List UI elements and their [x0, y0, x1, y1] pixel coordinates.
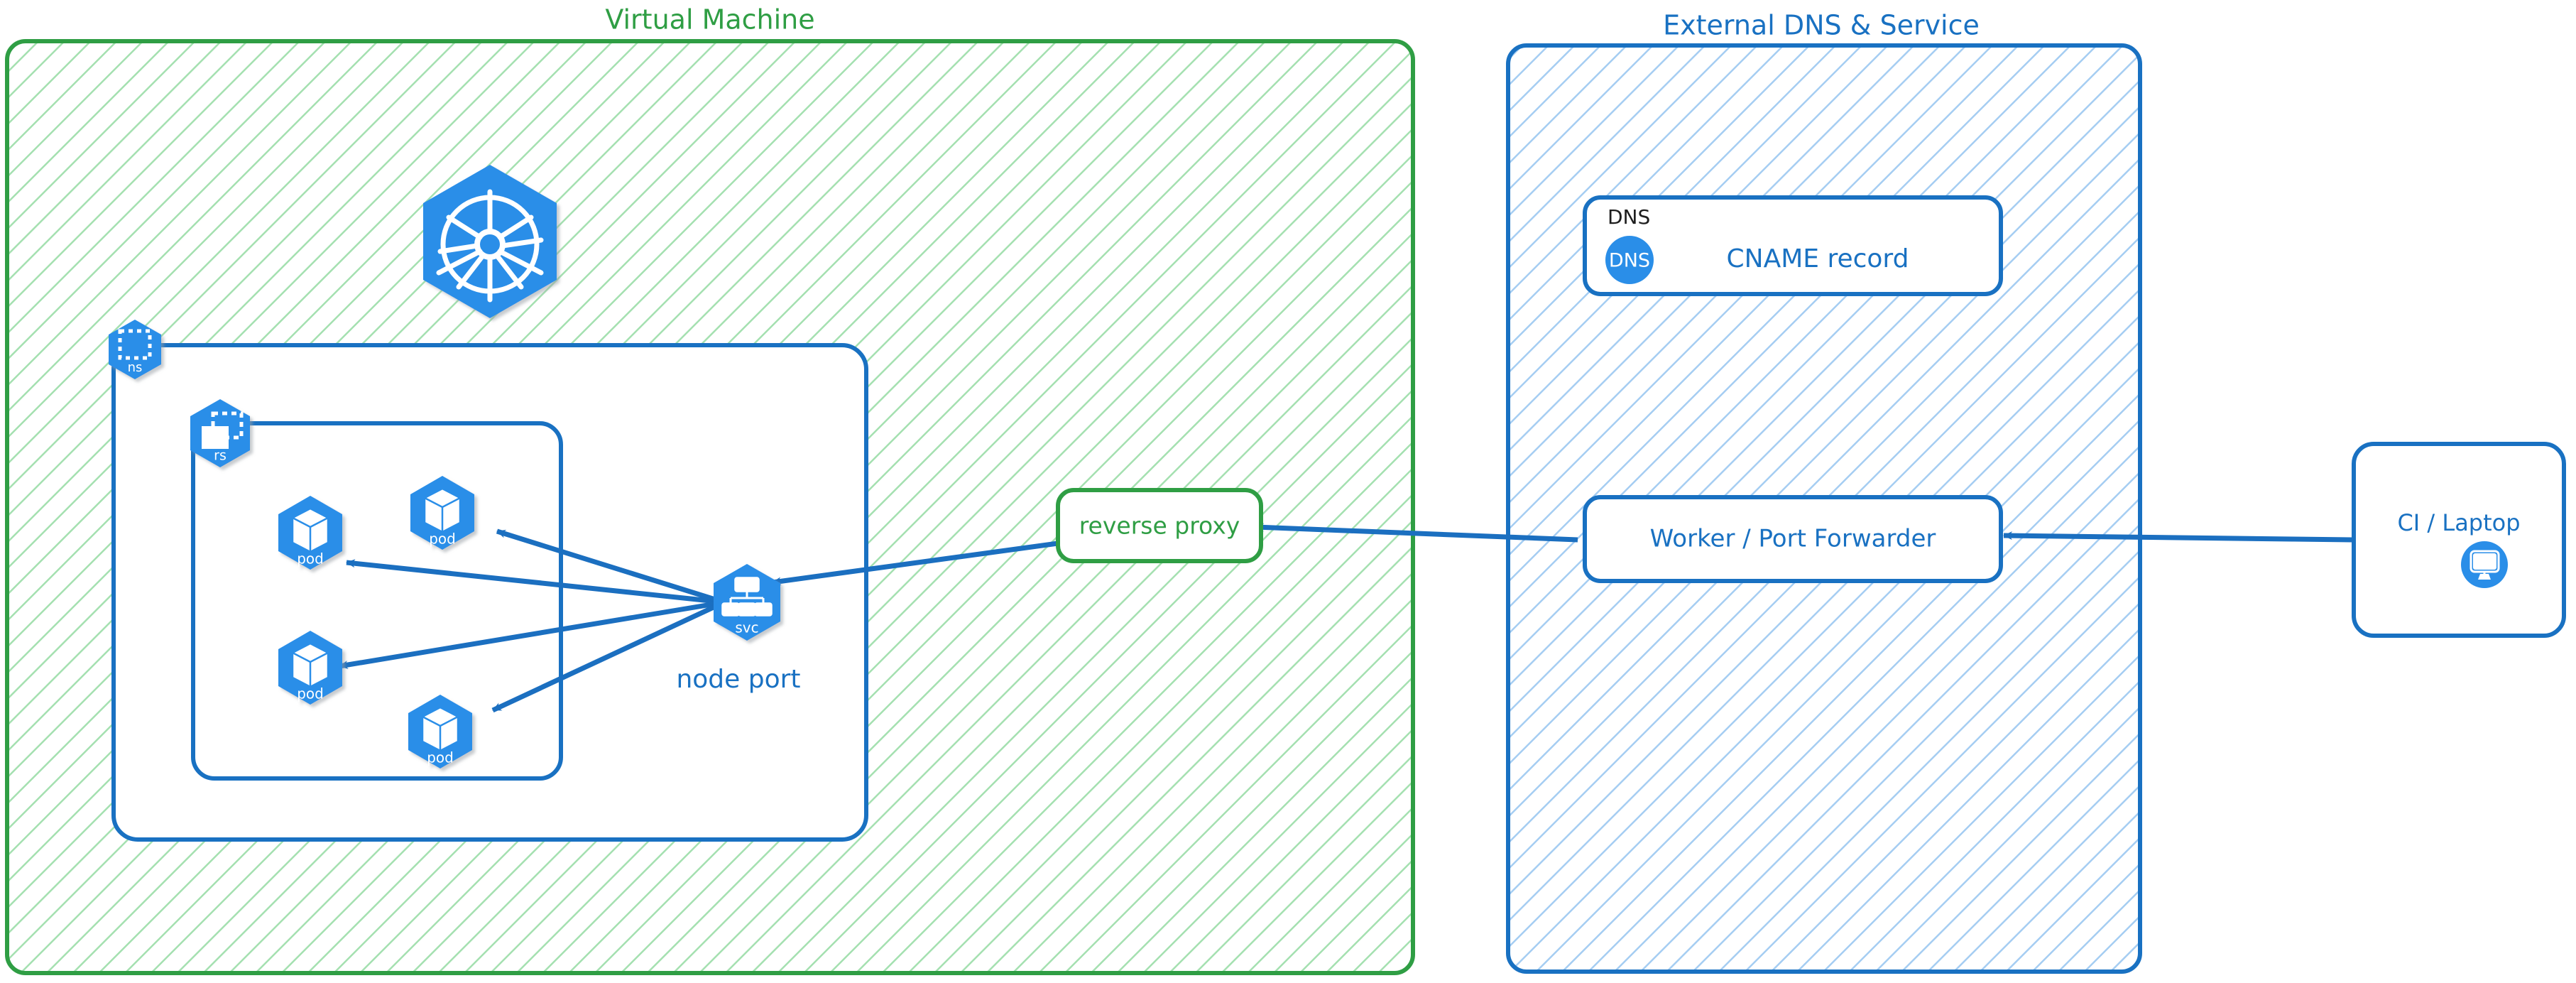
- pod-cube-icon: [421, 706, 459, 752]
- edge-worker-to-reverse-proxy: [1255, 523, 1578, 543]
- edge-client-line: [2003, 531, 2352, 543]
- edge-service-to-pod-4: [491, 599, 726, 713]
- replicaset-box-rect: [191, 421, 563, 781]
- dns-card-rect: [1583, 195, 2003, 296]
- monitor-icon: [2461, 541, 2508, 588]
- worker-node[interactable]: Worker / Port Forwarder: [1583, 495, 2003, 583]
- namespace-dashed-square-icon: [118, 329, 152, 360]
- edges-service-to-pods: [339, 528, 726, 713]
- edge-service-to-pod-1: [346, 559, 725, 605]
- service-icon[interactable]: svc: [714, 564, 780, 641]
- external-panel-title: External DNS & Service: [1663, 10, 1980, 41]
- kubernetes-logo-icon: [423, 165, 557, 318]
- pod-cube-icon: [291, 507, 329, 553]
- pod-icon-3[interactable]: pod: [278, 631, 342, 705]
- service-hierarchy-icon: [721, 577, 773, 617]
- pod-badge-label-2: pod: [429, 531, 456, 548]
- reverse-proxy-node[interactable]: reverse proxy: [1056, 488, 1263, 563]
- client-box-rect: [2352, 442, 2566, 638]
- pod-icon-2[interactable]: pod: [410, 476, 474, 550]
- pod-icon-1[interactable]: pod: [278, 496, 342, 570]
- pod-icon-4[interactable]: pod: [408, 695, 472, 769]
- dns-badge-icon: DNS: [1605, 236, 1654, 284]
- replicaset-solid-square-icon: [202, 426, 229, 449]
- replicaset-badge-label: rs: [214, 448, 227, 464]
- virtual-machine-panel-title: Virtual Machine: [605, 4, 814, 36]
- reverse-proxy-box-rect: [1056, 488, 1263, 563]
- edge-worker-line: [1255, 523, 1578, 543]
- edge-client-to-worker: [2003, 531, 2352, 543]
- worker-label: Worker / Port Forwarder: [1650, 525, 1936, 553]
- dns-badge-label: DNS: [1609, 250, 1650, 272]
- dns-card-label: CNAME record: [1727, 244, 1909, 273]
- edge-service-to-pod-3: [339, 599, 725, 669]
- client-label: CI / Laptop: [2397, 509, 2520, 536]
- reverse-proxy-label: reverse proxy: [1079, 512, 1240, 540]
- namespace-icon[interactable]: ns: [109, 320, 161, 379]
- client-node[interactable]: CI / Laptop: [2352, 442, 2566, 638]
- replicaset-icon[interactable]: rs: [190, 399, 250, 467]
- panel-external-dns-service[interactable]: External DNS & Service: [1506, 10, 2142, 974]
- node-port-caption: node port: [676, 665, 800, 694]
- edge-service-to-pod-2: [496, 528, 726, 605]
- replicaset-container[interactable]: [191, 421, 563, 781]
- pod-cube-icon: [423, 487, 462, 533]
- worker-box-rect: [1583, 495, 2003, 583]
- pod-badge-label-4: pod: [427, 749, 454, 766]
- pod-badge-label-3: pod: [297, 685, 324, 702]
- pod-cube-icon: [291, 642, 329, 688]
- pod-badge-label-1: pod: [297, 550, 324, 567]
- dns-card-tag: DNS: [1608, 205, 1650, 229]
- dns-card[interactable]: DNS DNS CNAME record: [1583, 195, 2003, 296]
- service-badge-label: svc: [735, 619, 758, 636]
- namespace-badge-label: ns: [128, 360, 143, 375]
